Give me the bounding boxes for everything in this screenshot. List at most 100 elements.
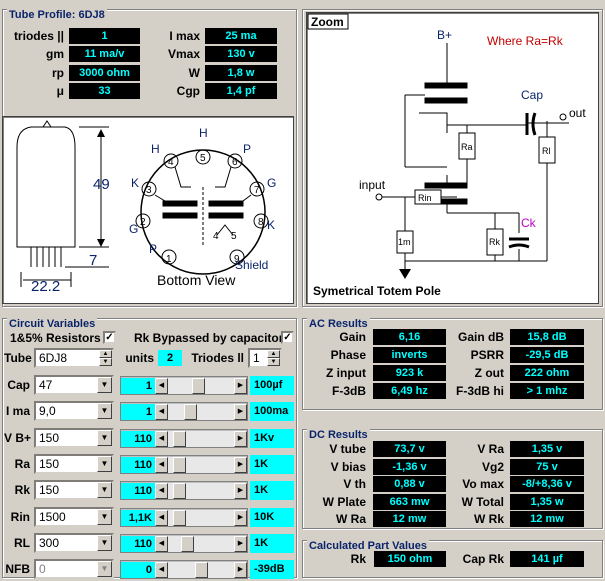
pin-4-inner: 4 — [213, 231, 219, 242]
v-b--slider-right-icon[interactable]: ▶ — [234, 430, 247, 447]
resistors-checkbox[interactable]: ✓ — [103, 331, 116, 344]
tube-spinner[interactable]: ▲▼ — [99, 350, 112, 366]
pin-name-g1: G — [129, 222, 138, 236]
rk-slider-left-icon[interactable]: ◀ — [155, 483, 168, 500]
pin-label-7: 7 — [254, 185, 260, 196]
v-b--slider-thumb[interactable] — [173, 430, 186, 447]
chevron-down-icon[interactable]: ▼ — [97, 377, 112, 393]
rk-combo-value: 150 — [39, 483, 60, 498]
dc-value-0-a: 73,7 v — [373, 441, 446, 457]
chevron-down-icon[interactable]: ▼ — [97, 561, 112, 578]
rk-resistor — [486, 228, 504, 256]
rk-slider-value: 110 — [121, 483, 155, 500]
ac-label-1-a: Phase — [330, 348, 366, 362]
ra-slider-left-icon[interactable]: ◀ — [155, 456, 168, 473]
rl-slider-track[interactable] — [168, 535, 234, 552]
nfb-slider-thumb[interactable] — [195, 562, 208, 579]
chevron-down-icon[interactable]: ▼ — [97, 534, 112, 551]
ra-label: Ra — [461, 142, 473, 152]
rl-slider[interactable]: 110 ◀ ▶ — [120, 533, 248, 553]
i-ma-slider-value: 1 — [121, 404, 155, 421]
pin-name-h2: H — [199, 126, 208, 140]
cap-combo[interactable]: 47 ▼ — [34, 375, 114, 395]
ra-slider-thumb[interactable] — [173, 456, 186, 473]
dc-label-4-a: W Ra — [336, 512, 366, 526]
chevron-down-icon[interactable]: ▼ — [97, 508, 112, 525]
dc-label-0-b: V Ra — [477, 442, 504, 456]
i-ma-slider[interactable]: 1 ◀ ▶ — [120, 402, 248, 422]
ra-combo[interactable]: 150 ▼ — [34, 453, 114, 474]
nfb-slider-right-icon[interactable]: ▶ — [234, 562, 247, 579]
i-ma-slider-track[interactable] — [168, 404, 234, 421]
i-ma-slider-left-icon[interactable]: ◀ — [155, 404, 168, 421]
tube-input[interactable]: 6DJ8 ▲▼ — [34, 348, 114, 368]
pin-name-k2: K — [267, 218, 275, 232]
cap-slider-thumb[interactable] — [192, 378, 205, 394]
rin-slider-right-icon[interactable]: ▶ — [234, 509, 247, 526]
rl-slider-thumb[interactable] — [181, 535, 194, 552]
rk-combo[interactable]: 150 ▼ — [34, 480, 114, 501]
pin-name-p1: P — [149, 242, 157, 256]
tube-profile-title: Tube Profile: 6DJ8 — [7, 9, 107, 22]
rin-label: Rin — [10, 509, 30, 524]
pin-label-3: 3 — [146, 185, 152, 196]
cap-slider-left-icon[interactable]: ◀ — [155, 378, 168, 394]
rin-slider-thumb[interactable] — [173, 509, 186, 526]
rl-slider-right-icon[interactable]: ▶ — [234, 535, 247, 552]
cgp-label: Cgp — [176, 84, 200, 98]
rin-slider[interactable]: 1,1K ◀ ▶ — [120, 507, 248, 527]
ac-value-1-b: -29,5 dB — [510, 347, 584, 363]
rk-slider-thumb[interactable] — [173, 483, 186, 500]
pin-name-k1: K — [131, 176, 139, 190]
rl-slider-left-icon[interactable]: ◀ — [155, 535, 168, 552]
r1m-label: 1m — [398, 237, 411, 247]
pin-label-9: 9 — [234, 254, 240, 265]
triodes-label: triodes || — [13, 29, 64, 43]
pin-label-6: 6 — [232, 157, 238, 168]
rk-slider[interactable]: 110 ◀ ▶ — [120, 481, 248, 501]
rin-combo[interactable]: 1500 ▼ — [34, 506, 114, 527]
w-value: 1,8 w — [205, 65, 277, 81]
pin-label-8: 8 — [258, 217, 264, 228]
dc-label-2-a: V th — [343, 477, 366, 491]
ra-label: Ra — [14, 456, 30, 471]
pin-label-4: 4 — [168, 157, 174, 168]
rl-combo[interactable]: 300 ▼ — [34, 532, 114, 553]
nfb-slider-left-icon[interactable]: ◀ — [155, 562, 168, 579]
chevron-down-icon[interactable]: ▼ — [97, 455, 112, 472]
ra-slider[interactable]: 110 ◀ ▶ — [120, 454, 248, 474]
chevron-down-icon[interactable]: ▼ — [97, 429, 112, 446]
calc-rk-value: 150 ohm — [374, 551, 446, 567]
rin-slider-left-icon[interactable]: ◀ — [155, 509, 168, 526]
v-b--combo[interactable]: 150 ▼ — [34, 427, 114, 448]
i-ma-combo[interactable]: 9,0 ▼ — [34, 401, 114, 422]
ac-results-title: AC Results — [307, 318, 370, 331]
i-ma-slider-thumb[interactable] — [184, 404, 197, 421]
calc-values-group: Calculated Part Values — [302, 540, 603, 578]
bypass-checkbox[interactable]: ✓ — [281, 331, 294, 344]
v-b--slider-left-icon[interactable]: ◀ — [155, 430, 168, 447]
ra-slider-right-icon[interactable]: ▶ — [234, 456, 247, 473]
chevron-down-icon[interactable]: ▼ — [97, 482, 112, 499]
cap-slider[interactable]: 1 ◀ ▶ — [120, 376, 248, 395]
i-ma-unit: 100ma — [250, 402, 294, 422]
triodes-spinner[interactable]: ▲▼ — [267, 350, 280, 366]
dc-label-3-a: W Plate — [322, 494, 366, 509]
units-value: 2 — [158, 350, 182, 366]
nfb-slider[interactable]: 0 ◀ ▶ — [120, 560, 248, 580]
pin-label-2: 2 — [140, 217, 146, 228]
bottom-view-caption: Bottom View — [157, 272, 236, 288]
cap-slider-right-icon[interactable]: ▶ — [234, 378, 247, 394]
tube-input-value: 6DJ8 — [39, 351, 68, 365]
nfb-combo[interactable]: 0 ▼ — [34, 559, 114, 580]
ac-label-2-a: Z input — [326, 366, 366, 380]
zoom-group — [302, 9, 603, 307]
rk-slider-right-icon[interactable]: ▶ — [234, 483, 247, 500]
gm-label: gm — [46, 47, 64, 61]
shield-label: Shield — [235, 258, 268, 272]
i-ma-slider-right-icon[interactable]: ▶ — [234, 404, 247, 421]
rl-label: RL — [14, 535, 30, 550]
v-b--slider[interactable]: 110 ◀ ▶ — [120, 428, 248, 448]
triodes-input[interactable]: 1 ▲▼ — [248, 348, 282, 368]
chevron-down-icon[interactable]: ▼ — [97, 403, 112, 420]
